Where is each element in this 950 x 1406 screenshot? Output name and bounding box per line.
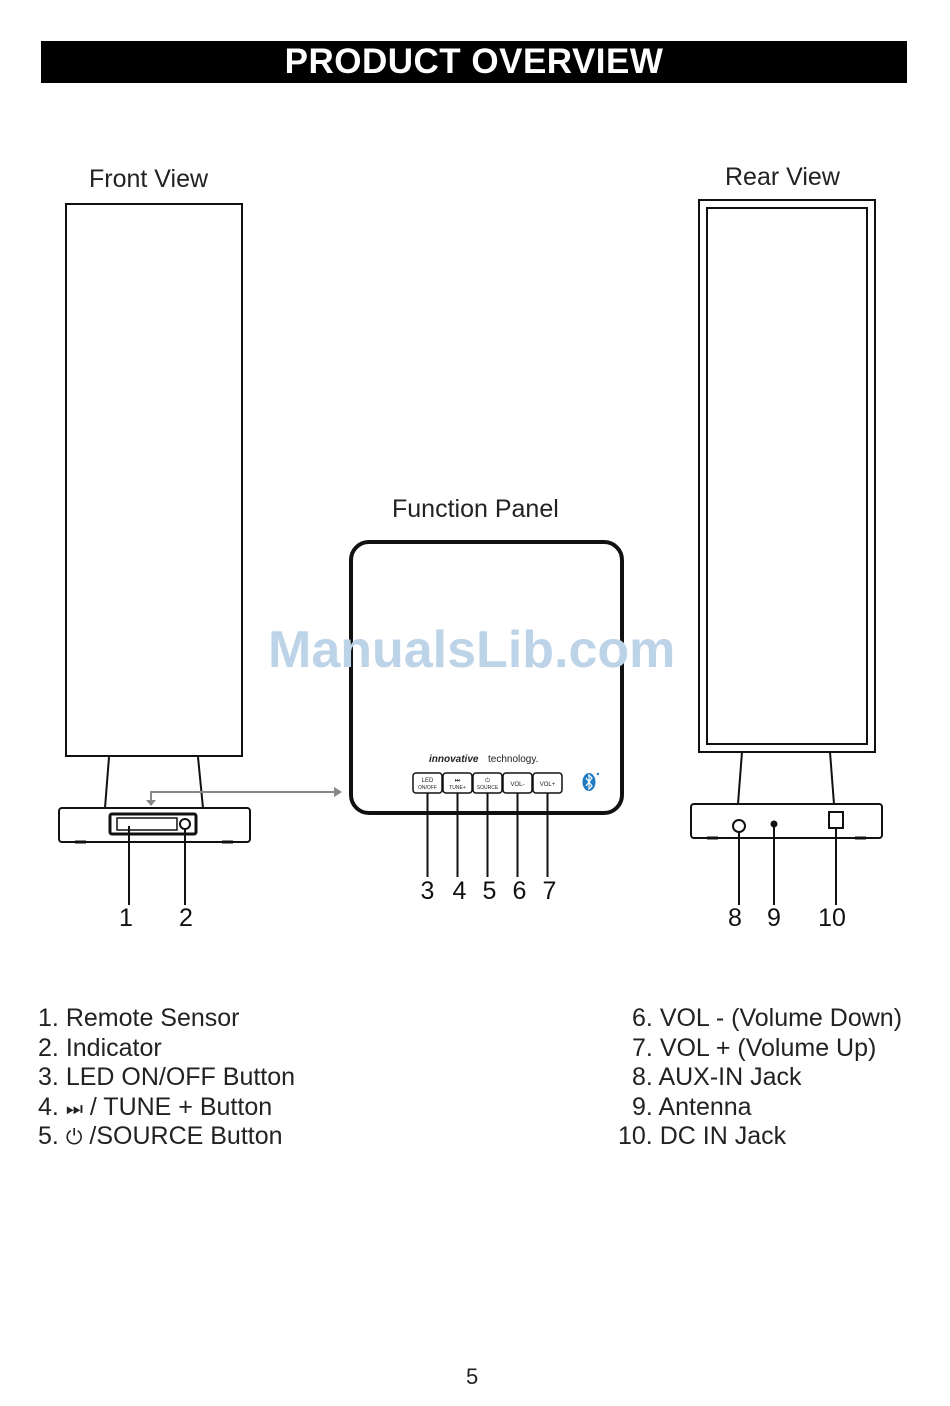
- bluetooth-icon: [582, 772, 600, 791]
- rear-stand-left: [737, 751, 743, 805]
- dc-in-jack: [828, 811, 844, 829]
- front-base: [58, 807, 251, 843]
- front-stand-right: [197, 756, 204, 809]
- aux-in-jack: [732, 819, 746, 833]
- legend-item: 9. Antenna: [632, 1092, 752, 1121]
- legend-item: 10. DC IN Jack: [618, 1122, 787, 1150]
- watermark: ManualsLib.com: [268, 621, 676, 679]
- callout-5: 5: [483, 877, 497, 905]
- power-icon: ⏻: [485, 777, 490, 784]
- remote-sensor: [116, 817, 178, 831]
- callout-4: 4: [453, 877, 467, 905]
- led-button-label-1: LED: [422, 778, 434, 784]
- legend-item: 5. ⏻ /SOURCE Button: [38, 1122, 295, 1152]
- legend-item: 6. VOL - (Volume Down): [632, 1004, 903, 1032]
- rear-view-label: Rear View: [725, 163, 840, 191]
- led-button-label-2: ON/OFF: [418, 785, 437, 791]
- legend-left: 1. Remote Sensor 2. Indicator 3. LED ON/…: [38, 1004, 295, 1152]
- callout-1: 1: [119, 904, 133, 932]
- callout-10: 10: [818, 904, 846, 932]
- antenna-port: [770, 820, 778, 828]
- callout-6: 6: [513, 877, 527, 905]
- callout-9: 9: [767, 904, 781, 932]
- legend-item: 3. LED ON/OFF Button: [38, 1063, 296, 1091]
- rear-speaker-body: [698, 199, 876, 753]
- brand-logo-bold: innovative: [429, 754, 479, 765]
- power-icon: ⏻: [65, 1126, 83, 1149]
- indicator-light: [179, 818, 191, 830]
- rear-stand-right: [829, 751, 835, 805]
- panel-pointer-arrow: [146, 787, 342, 806]
- callout-7: 7: [543, 877, 557, 905]
- front-display-window: [108, 812, 198, 836]
- legend-item: 4. ⏭ / TUNE + Button: [38, 1093, 295, 1123]
- rear-speaker-panel: [706, 207, 868, 745]
- page-title: PRODUCT OVERVIEW: [284, 42, 664, 81]
- vol-down-label: VOL-: [510, 782, 524, 788]
- legend-item: 2. Indicator: [38, 1033, 162, 1062]
- brand-logo-rest: technology.: [488, 754, 538, 765]
- function-panel-label: Function Panel: [392, 495, 559, 523]
- next-icon: ⏭: [455, 778, 461, 784]
- page-number: 5: [466, 1364, 479, 1389]
- legend-item: 8. AUX-IN Jack: [632, 1063, 802, 1091]
- callout-8: 8: [728, 904, 742, 932]
- vol-up-label: VOL+: [540, 782, 556, 788]
- legend-item: 7. VOL + (Volume Up): [632, 1033, 877, 1062]
- front-speaker-body: [65, 203, 243, 757]
- tune-button-label: TUNE+: [449, 785, 466, 791]
- rear-speaker: [690, 199, 883, 905]
- callout-3: 3: [421, 877, 435, 905]
- legend-right: 6. VOL - (Volume Down) 7. VOL + (Volume …: [618, 1004, 902, 1152]
- function-panel: innovative technology. LED ON/OFF ⏭ TUNE…: [349, 540, 624, 877]
- front-stand-left: [104, 756, 110, 809]
- next-track-icon: ⏭: [65, 1098, 83, 1120]
- legend-item: 1. Remote Sensor: [38, 1004, 240, 1032]
- rear-base: [690, 803, 883, 839]
- front-view-label: Front View: [89, 165, 209, 193]
- source-button-label: SOURCE: [477, 785, 499, 791]
- callout-2: 2: [179, 904, 193, 932]
- header-bar: PRODUCT OVERVIEW: [41, 41, 907, 83]
- front-speaker: [58, 203, 251, 905]
